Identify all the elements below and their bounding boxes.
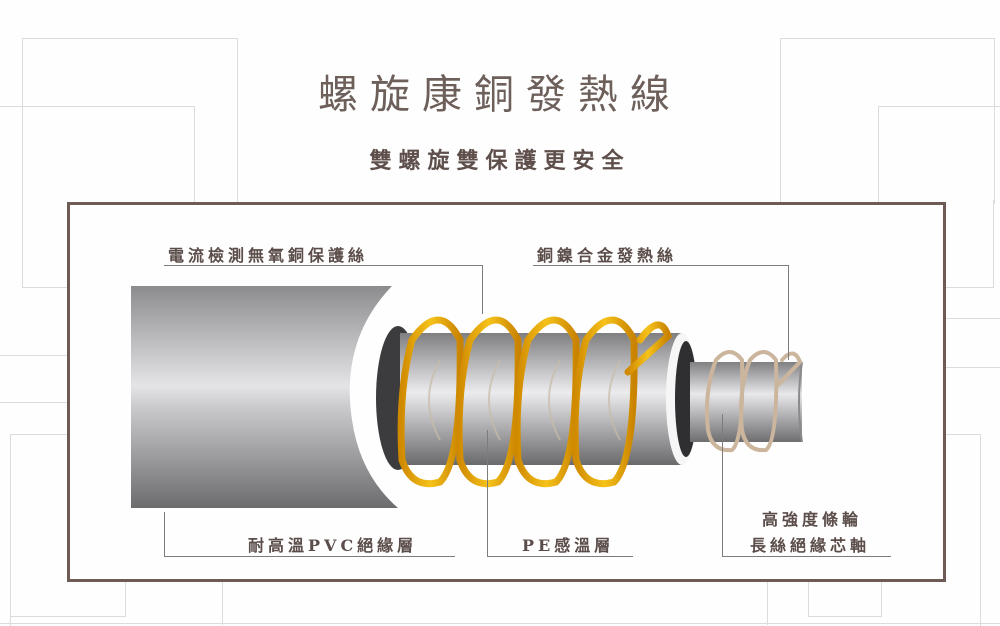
leader-pvc bbox=[164, 512, 455, 557]
bg-frame-line bbox=[808, 582, 882, 617]
bg-frame-line bbox=[0, 402, 68, 403]
sensor-coil bbox=[705, 350, 803, 453]
label-core-line1: 高強度條輪 bbox=[762, 510, 863, 529]
label-protection-wire: 電流檢測無氧銅保護絲 bbox=[168, 246, 369, 265]
label-pe-sensing: PE感溫層 bbox=[522, 536, 615, 555]
leader-heating-wire bbox=[533, 265, 789, 360]
bg-frame-line bbox=[222, 582, 223, 625]
pvc-sheath bbox=[131, 286, 398, 508]
label-core-line2: 長絲絕緣芯軸 bbox=[750, 536, 871, 555]
page-title: 螺旋康銅發熱線 bbox=[318, 72, 682, 118]
bg-frame-line bbox=[22, 38, 238, 204]
leader-core bbox=[722, 414, 891, 557]
bg-frame-line bbox=[946, 434, 981, 626]
leader-protection-wire bbox=[164, 265, 483, 314]
label-heating-wire: 銅鎳合金發熱絲 bbox=[537, 246, 678, 265]
bg-frame-line bbox=[10, 582, 126, 617]
bg-frame-line bbox=[878, 106, 1000, 204]
bg-frame-line bbox=[946, 318, 1000, 319]
bg-frame-line bbox=[767, 582, 768, 625]
label-pvc-insulation: 耐高溫PVC絕緣層 bbox=[248, 536, 418, 555]
leader-pe bbox=[487, 430, 633, 557]
bg-frame-line bbox=[22, 200, 69, 288]
bg-frame-line bbox=[946, 367, 1000, 368]
bg-frame-line bbox=[0, 623, 1000, 624]
bg-frame-line bbox=[0, 106, 195, 207]
bg-frame-line bbox=[780, 38, 995, 204]
page-subtitle: 雙螺旋雙保護更安全 bbox=[369, 148, 631, 174]
bg-frame-line bbox=[946, 200, 994, 288]
heating-coil bbox=[397, 316, 673, 488]
bg-frame-line bbox=[0, 355, 68, 356]
bg-frame-line bbox=[10, 434, 69, 626]
